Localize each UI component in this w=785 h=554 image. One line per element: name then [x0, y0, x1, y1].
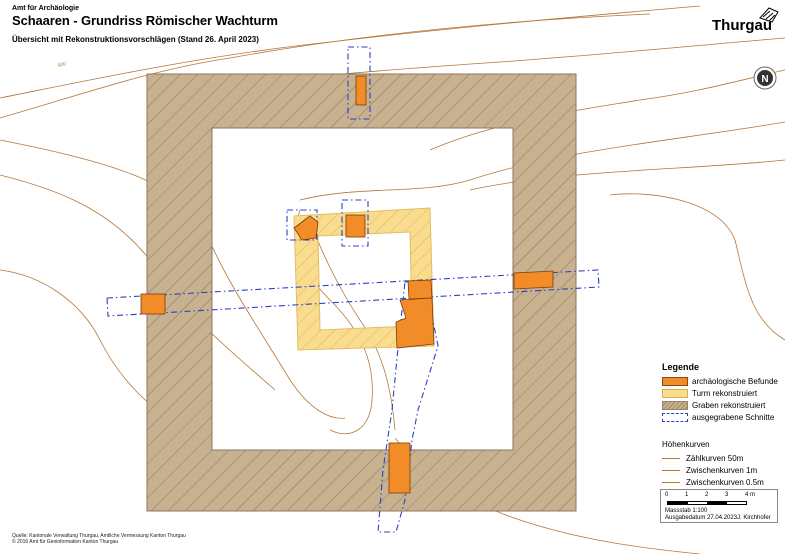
find-north-ditch	[355, 75, 367, 106]
scale-box: 0 1 2 3 4 m Massstab 1:100 Ausgabedatum …	[660, 489, 778, 523]
legend: Legende archäologische Befunde Turm reko…	[662, 362, 780, 423]
find-tower-nw	[293, 215, 319, 241]
scale-tick: 2	[705, 492, 709, 498]
cut-east-west	[106, 269, 600, 317]
legend-swatch-tower	[662, 388, 688, 398]
ditch-reconstructed	[146, 73, 577, 512]
legend-item-cuts: ausgegrabene Schnitte	[662, 411, 780, 423]
contour-swatch	[662, 481, 680, 483]
legend-label: archäologische Befunde	[692, 376, 778, 386]
cut-tower-north	[341, 199, 369, 247]
scale-label: Massstab 1:100	[665, 508, 708, 514]
find-tower-se	[395, 297, 435, 349]
legend-label: Graben rekonstruiert	[692, 400, 766, 410]
contour-label: Zwischenkurven 0.5m	[686, 477, 764, 487]
contour-item: Zwischenkurven 1m	[662, 464, 780, 476]
cut-north	[347, 46, 371, 120]
sources: Quelle: Kantonale Verwaltung Thurgau, Am…	[12, 533, 186, 545]
cut-south	[377, 280, 439, 533]
find-tower-east	[407, 279, 433, 300]
contour-swatch	[662, 469, 680, 471]
find-tower-north	[345, 214, 366, 238]
legend-item-tower: Turm rekonstruiert	[662, 387, 780, 399]
contour-legend: Höhenkurven Zählkurven 50m Zwischenkurve…	[662, 440, 780, 488]
scale-ticks: 0 1 2 3 4 m	[665, 492, 765, 500]
office-name: Amt für Archäologie	[12, 5, 80, 12]
contour-label: Zählkurven 50m	[686, 453, 744, 463]
author: J. Kirchhofer	[737, 515, 771, 521]
source-line-2: © 2016 Amt für Geoinformation Kanton Thu…	[12, 539, 119, 545]
contour-item: Zählkurven 50m	[662, 452, 780, 464]
legend-swatch-cuts	[662, 412, 688, 422]
scale-tick: 1	[685, 492, 689, 498]
scale-bar	[667, 501, 747, 505]
legend-label: Turm rekonstruiert	[692, 388, 758, 398]
page-title: Schaaren - Grundriss Römischer Wachturm	[12, 13, 278, 28]
archaeological-finds	[140, 75, 554, 494]
legend-swatch-finds	[662, 376, 688, 386]
legend-swatch-ditch	[662, 400, 688, 410]
canton-crest-icon	[759, 7, 779, 23]
contour-item: Zwischenkurven 0.5m	[662, 476, 780, 488]
contour-legend-title: Höhenkurven	[662, 440, 710, 449]
scale-tick: 3	[725, 492, 729, 498]
contour-label: Zwischenkurven 1m	[686, 465, 758, 475]
find-south-ditch	[388, 442, 411, 494]
find-east-ditch	[513, 270, 554, 290]
contour-swatch	[662, 457, 680, 459]
north-label: N	[761, 74, 768, 85]
legend-item-ditch: Graben rekonstruiert	[662, 399, 780, 411]
canton-name: Thurgau	[712, 17, 772, 34]
legend-item-finds: archäologische Befunde	[662, 375, 780, 387]
scale-tick: 0	[665, 492, 669, 498]
page-subtitle: Übersicht mit Rekonstruktionsvorschlägen…	[12, 35, 259, 44]
find-west-ditch	[140, 293, 166, 315]
legend-label: ausgegrabene Schnitte	[692, 412, 775, 422]
north-arrow-icon: N	[753, 66, 777, 90]
source-line-1: Quelle: Kantonale Verwaltung Thurgau, Am…	[12, 533, 186, 539]
scale-tick: 4 m	[745, 492, 756, 498]
legend-title: Legende	[662, 362, 700, 372]
issue-date: Ausgabedatum 27.04.2023	[665, 515, 738, 521]
